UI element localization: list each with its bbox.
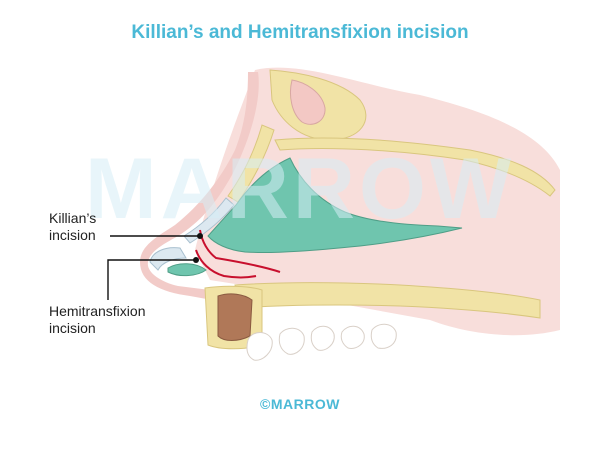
hemitransfixion-callout-dot — [193, 257, 199, 263]
nasal-skin-outline — [140, 72, 259, 300]
killian-callout-dot — [197, 233, 203, 239]
upper-lateral-cartilage — [183, 197, 235, 244]
killian-incision-line — [199, 229, 281, 273]
septal-mucosa — [207, 157, 463, 254]
vestibule-mucosa — [167, 263, 207, 277]
nasal-cavity-soft-tissue — [195, 67, 560, 336]
alar-cartilage — [149, 247, 187, 271]
hemitransfixion-callout-line — [107, 259, 196, 300]
hemitransfixion-incision-label: Hemitransfixion incision — [49, 303, 146, 336]
alveolar-bone-cells — [217, 293, 253, 341]
copyright-footer: ©MARROW — [260, 396, 340, 412]
diagram-title: Killian’s and Hemitransfixion incision — [131, 22, 469, 43]
frontal-sinus — [289, 79, 326, 125]
hemitransfixion-incision-line — [195, 249, 257, 279]
killian-incision-label: Killian’s incision — [49, 210, 97, 243]
upper-teeth — [246, 323, 397, 361]
nasal-roof-band — [274, 137, 556, 197]
hard-palate — [234, 282, 541, 319]
